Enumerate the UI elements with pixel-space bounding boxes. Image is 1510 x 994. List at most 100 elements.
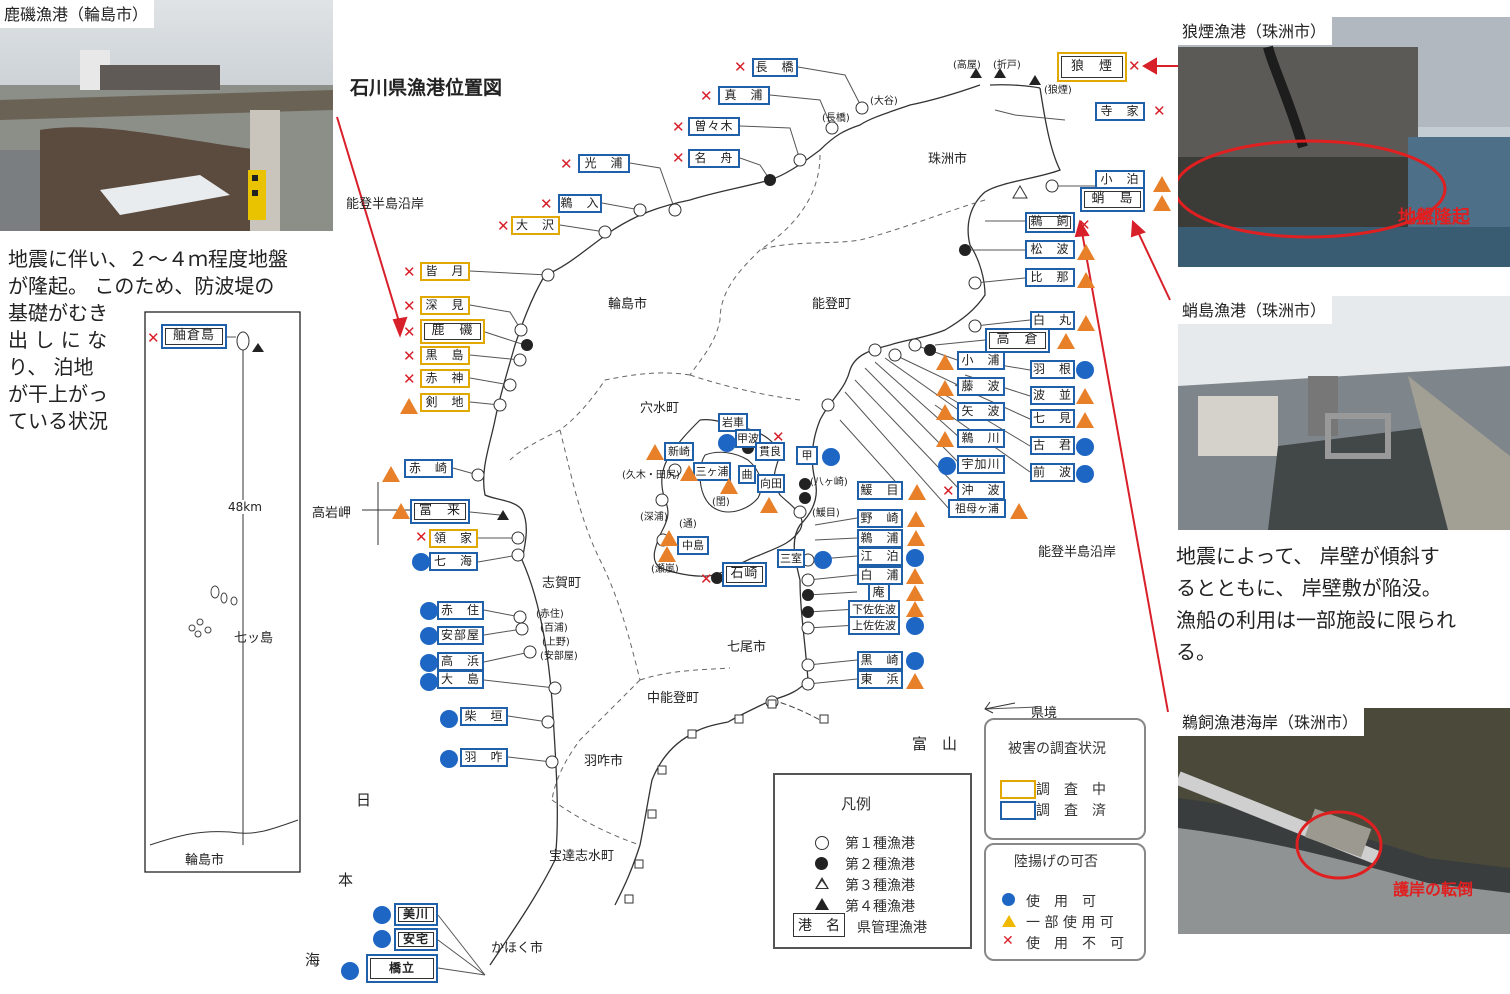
port-mikaura: 三ヶ浦 [693, 462, 731, 481]
survey-done: 調 査 済 [1036, 803, 1106, 819]
port-unoura: 鵜 浦 [857, 529, 903, 548]
region-wajima: 輪島市 [608, 297, 648, 312]
status-ok-icon [420, 654, 438, 672]
port-takojima: 蛸 島 [1080, 187, 1145, 212]
landing-partial: 一 部 使 用 可 [1026, 915, 1114, 931]
port-fukami: 深 見 [420, 296, 470, 315]
port-ukaji: 宇加川 [957, 455, 1005, 474]
caption-rokuro: 狼煙漁港（珠洲市） [1178, 17, 1333, 45]
status-ng-icon: ✕ [403, 297, 416, 315]
status-ok-icon [814, 551, 832, 569]
legend-type1-icon [815, 836, 829, 850]
region-shika: 志賀町 [542, 576, 582, 591]
status-partial-icon [906, 673, 924, 689]
region-noto-east: 能登半島沿岸 [1038, 545, 1117, 560]
port-nakajima: 中島 [677, 536, 709, 555]
inset-nanatsu: 七ッ島 [234, 631, 274, 646]
status-ok-icon [938, 457, 956, 475]
photo-ukai: 鵜飼漁港海岸（珠洲市） 護岸の転倒 [1178, 708, 1510, 934]
survey-ongoing-swatch [1000, 780, 1036, 799]
status-ok-icon [373, 906, 391, 924]
landing-ok: 使 用 可 [1026, 894, 1096, 910]
port-furukimi: 古 君 [1030, 436, 1075, 455]
port-rokuro: 狼 煙 [1057, 52, 1127, 82]
status-partial-icon [1077, 272, 1095, 288]
status-ok-icon [822, 448, 840, 466]
legend-type2-icon [815, 857, 828, 870]
small-label: (折戸) [993, 60, 1021, 71]
port-ojima: 大 島 [437, 670, 484, 689]
port-ukawa: 鵜 川 [957, 429, 1005, 448]
status-ng-icon: ✕ [403, 370, 416, 388]
status-partial-icon [1153, 176, 1171, 192]
status-partial-icon [1076, 388, 1094, 404]
status-ok-icon [412, 553, 430, 571]
port-ryoke: 領 家 [429, 529, 478, 548]
port-osawa: 大 沢 [511, 216, 560, 235]
status-ng-icon: ✕ [403, 347, 416, 365]
port-etomari: 江 泊 [857, 547, 903, 566]
note-right: 地震によって、 岸壁が傾斜するとともに、 岸壁敷が陥没。漁船の利用は一部施設に限… [1176, 544, 1456, 664]
port-maura: 真 浦 [718, 86, 770, 105]
port-mitsuura: 光 浦 [578, 154, 630, 173]
status-ok-icon [1076, 465, 1094, 483]
port-togi: 富 来 [410, 499, 470, 524]
legend-type3: 第３種漁港 [845, 878, 915, 894]
status-ng-icon: ✕ [415, 528, 428, 546]
port-shibagaki: 柴 垣 [460, 707, 508, 726]
status-partial-icon [760, 497, 778, 513]
status-ok-icon [906, 617, 924, 635]
status-ng-icon: ✕ [700, 570, 713, 588]
port-nafune: 名 舟 [688, 149, 740, 168]
status-partial-icon [936, 380, 954, 396]
status-ok-icon [420, 627, 438, 645]
status-ok-icon [1076, 438, 1094, 456]
note-rokuro: 地盤隆起 [1398, 207, 1470, 228]
status-partial-icon [1010, 503, 1028, 519]
status-ok-icon [906, 549, 924, 567]
port-hane: 羽 根 [1030, 360, 1075, 379]
port-fujinami: 藤 波 [957, 377, 1005, 396]
port-shichimi: 七 海 [429, 552, 478, 571]
status-ok-icon [341, 962, 359, 980]
status-partial-icon [906, 568, 924, 584]
caption-ukai: 鵜飼漁港海岸（珠洲市） [1178, 708, 1365, 736]
port-okinami: 沖 波 [957, 481, 1005, 500]
port-misaki: 三室 [777, 549, 805, 568]
status-ok-icon [718, 434, 736, 452]
port-higashihama: 東 浜 [857, 670, 903, 689]
status-partial-icon [936, 404, 954, 420]
port-hanami: 波 並 [1030, 386, 1075, 405]
region-kenkyo: 県境 [1031, 706, 1058, 721]
status-ok-icon [440, 750, 458, 768]
status-partial-icon [680, 465, 698, 481]
port-nanami: 七 見 [1030, 409, 1075, 428]
port-akagami: 赤 神 [420, 369, 470, 388]
status-partial-icon [1077, 315, 1095, 331]
port-emome: 鰀 目 [857, 481, 903, 500]
port-takahama: 高 浜 [437, 652, 484, 671]
status-partial-icon [936, 354, 954, 370]
port-kuroshima: 黒 島 [420, 346, 470, 365]
port-nagahashi: 長 橋 [752, 58, 798, 77]
port-shinsaki: 新崎 [664, 442, 694, 461]
landing-title: 陸揚げの可否 [1014, 854, 1098, 870]
port-haku: 羽 咋 [460, 748, 508, 767]
port-takakura: 高 倉 [985, 328, 1050, 353]
port-mukaida: 向田 [757, 474, 785, 493]
status-partial-icon [658, 546, 676, 562]
photo-tako: 蛸島漁港（珠洲市） [1178, 296, 1510, 530]
port-sosogi: 曽々木 [688, 117, 740, 136]
region-toyama: 富 山 [912, 735, 958, 753]
caption-kaiso: 鹿磯漁港（輪島市） [0, 0, 155, 28]
legend-title: 凡例 [841, 795, 872, 813]
status-ng-icon: ✕ [672, 149, 685, 167]
status-ng-icon: ✕ [497, 217, 510, 235]
port-iwaguruma: 岩車 [718, 413, 748, 432]
port-kinoura: 曲 [738, 465, 756, 484]
small-label: (閨) [712, 497, 730, 508]
port-oura: 小 浦 [957, 351, 1005, 370]
port-tan: 庵 [868, 583, 890, 602]
status-partial-icon [906, 585, 924, 601]
status-ng-icon: ✕ [1078, 216, 1091, 234]
